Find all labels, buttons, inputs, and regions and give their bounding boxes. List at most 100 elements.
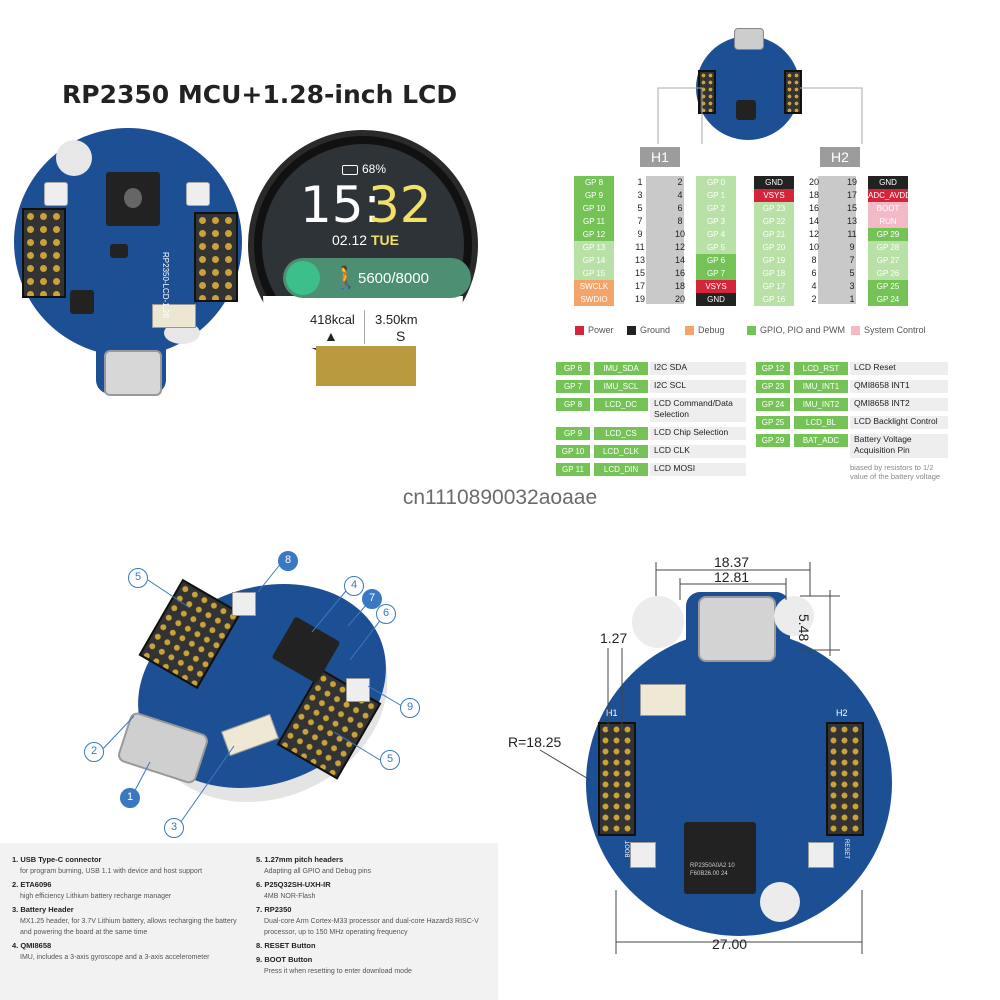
signals_right-name: BAT_ADC xyxy=(794,434,848,447)
walk-icon: 🚶 xyxy=(332,265,360,290)
signals_left-gp: GP 11 xyxy=(556,463,590,476)
signals_right-name: LCD_BL xyxy=(794,416,848,429)
h2-pinnum-left: 8 xyxy=(811,255,817,265)
signal-note: biased by resistors to 1/2 value of the … xyxy=(850,463,941,481)
h2-pinnum-right: 1 xyxy=(849,294,855,304)
signals_left-name: IMU_SDA xyxy=(594,362,648,375)
dim-header-h2 xyxy=(826,722,864,836)
callout-4: 4 xyxy=(344,576,364,596)
signals_left-desc: I2C SCL xyxy=(650,380,746,393)
flame-icon: ▲ xyxy=(324,328,338,344)
h1-pinnum-left: 13 xyxy=(634,255,645,265)
h1-pin-left: GP 8 xyxy=(574,176,614,189)
dim-usb-height: 5.48 xyxy=(796,614,812,642)
callout-3: 3 xyxy=(164,818,184,838)
h1-pinnum-left: 19 xyxy=(634,294,645,304)
h2-pin-left: GP 23 xyxy=(754,202,794,215)
signals_right-name: IMU_INT2 xyxy=(794,398,848,411)
h2-pinnum-right: 19 xyxy=(846,177,857,187)
dim-rp2350-chip xyxy=(684,822,756,894)
signals_right-name: LCD_RST xyxy=(794,362,848,375)
weekday-label: TUE xyxy=(371,232,399,248)
callout-5-bottom: 5 xyxy=(380,750,400,770)
legend-debug: Debug xyxy=(698,325,725,335)
signals_left-name: LCD_CLK xyxy=(594,445,648,458)
legend-system-swatch xyxy=(851,326,860,335)
legend-system: System Control xyxy=(864,325,926,335)
dim-reset-button xyxy=(808,842,834,868)
h1-pinnum-right: 14 xyxy=(674,255,685,265)
h1-pin-right: GP 2 xyxy=(696,202,736,215)
signals_left-desc: LCD CLK xyxy=(650,445,746,458)
callout-6: 6 xyxy=(376,604,396,624)
descriptions_left-sub: IMU, includes a 3-axis gyroscope and a 3… xyxy=(20,954,210,961)
iso-boot-button xyxy=(346,678,370,702)
road-icon: S xyxy=(396,328,406,344)
descriptions_right-sub: 4MB NOR-Flash xyxy=(264,893,316,900)
legend-debug-swatch xyxy=(685,326,694,335)
descriptions_right-title: 6. P25Q32SH-UXH-IR xyxy=(256,880,331,889)
h1-pinnum-right: 2 xyxy=(677,177,683,187)
h2-pin-right: GND xyxy=(868,176,908,189)
battery-icon xyxy=(342,165,358,175)
steps-progress-knob xyxy=(286,261,320,295)
h2-pinnum-left: 12 xyxy=(808,229,819,239)
thumb-chip xyxy=(736,100,756,120)
dim-pitch: 1.27 xyxy=(600,630,628,646)
h2-pinnum-right: 17 xyxy=(846,190,857,200)
h2-pinnum-right: 7 xyxy=(849,255,855,265)
clock-hours: 15: xyxy=(300,176,381,234)
thumb-usb xyxy=(734,28,764,50)
signals_right-desc: LCD Backlight Control xyxy=(850,416,948,429)
usb-c-port xyxy=(104,350,162,396)
h1-label: H1 xyxy=(640,147,680,167)
signals_left-desc: I2C SDA xyxy=(650,362,746,375)
signals_left-name: IMU_SCL xyxy=(594,380,648,393)
h2-pin-right: ADC_AVDD xyxy=(868,189,911,202)
h2-pinnum-left: 18 xyxy=(808,190,819,200)
h1-pinnum-right: 18 xyxy=(674,281,685,291)
signals_right-name: IMU_INT1 xyxy=(794,380,848,393)
thumb-h2 xyxy=(784,70,802,114)
h1-pinnum-right: 12 xyxy=(674,242,685,252)
descriptions_left-sub: high efficiency Lithium battery recharge… xyxy=(20,893,172,900)
h2-pin-left: GP 20 xyxy=(754,241,794,254)
callout-lines xyxy=(99,561,403,827)
h2-pin-left: GP 19 xyxy=(754,254,794,267)
descriptions_left-title: 4. QMI8658 xyxy=(12,941,52,950)
dim-h1-label: H1 xyxy=(606,708,618,718)
h1-pin-left: SWCLK xyxy=(574,280,614,293)
component-description-panel xyxy=(0,843,498,1000)
h2-pinnum-left: 6 xyxy=(811,268,817,278)
callout-7: 7 xyxy=(362,589,382,609)
descriptions_left-title: 1. USB Type-C connector xyxy=(12,855,102,864)
rpi-logo-icon xyxy=(124,188,142,208)
callout-2: 2 xyxy=(84,742,104,762)
descriptions_right-title: 7. RP2350 xyxy=(256,905,292,914)
signals_left-name: LCD_CS xyxy=(594,427,648,440)
battery-ring-top xyxy=(56,140,92,176)
legend-ground-swatch xyxy=(627,326,636,335)
dim-usb-c xyxy=(698,596,776,662)
legend-power: Power xyxy=(588,325,614,335)
h1-pinnum-right: 16 xyxy=(674,268,685,278)
h2-pin-right: GP 26 xyxy=(868,267,908,280)
h1-pin-left: GP 12 xyxy=(574,228,614,241)
signals_left-gp: GP 8 xyxy=(556,398,590,411)
h1-header-body xyxy=(646,176,684,304)
lcd-lower-panel xyxy=(263,296,463,348)
h2-pin-left: GP 21 xyxy=(754,228,794,241)
h1-pin-left: GP 14 xyxy=(574,254,614,267)
kcal-value: 418kcal xyxy=(310,312,355,327)
iso-reset-button xyxy=(232,592,256,616)
h1-pinnum-left: 7 xyxy=(637,216,643,226)
h2-pin-left: VSYS xyxy=(754,189,794,202)
h1-pin-left: SWDIO xyxy=(574,293,614,306)
dim-h2-label: H2 xyxy=(836,708,848,718)
h2-pinnum-left: 14 xyxy=(808,216,819,226)
h1-pin-right: GP 0 xyxy=(696,176,736,189)
dim-header-h1 xyxy=(598,722,636,836)
callout-9: 9 xyxy=(400,698,420,718)
